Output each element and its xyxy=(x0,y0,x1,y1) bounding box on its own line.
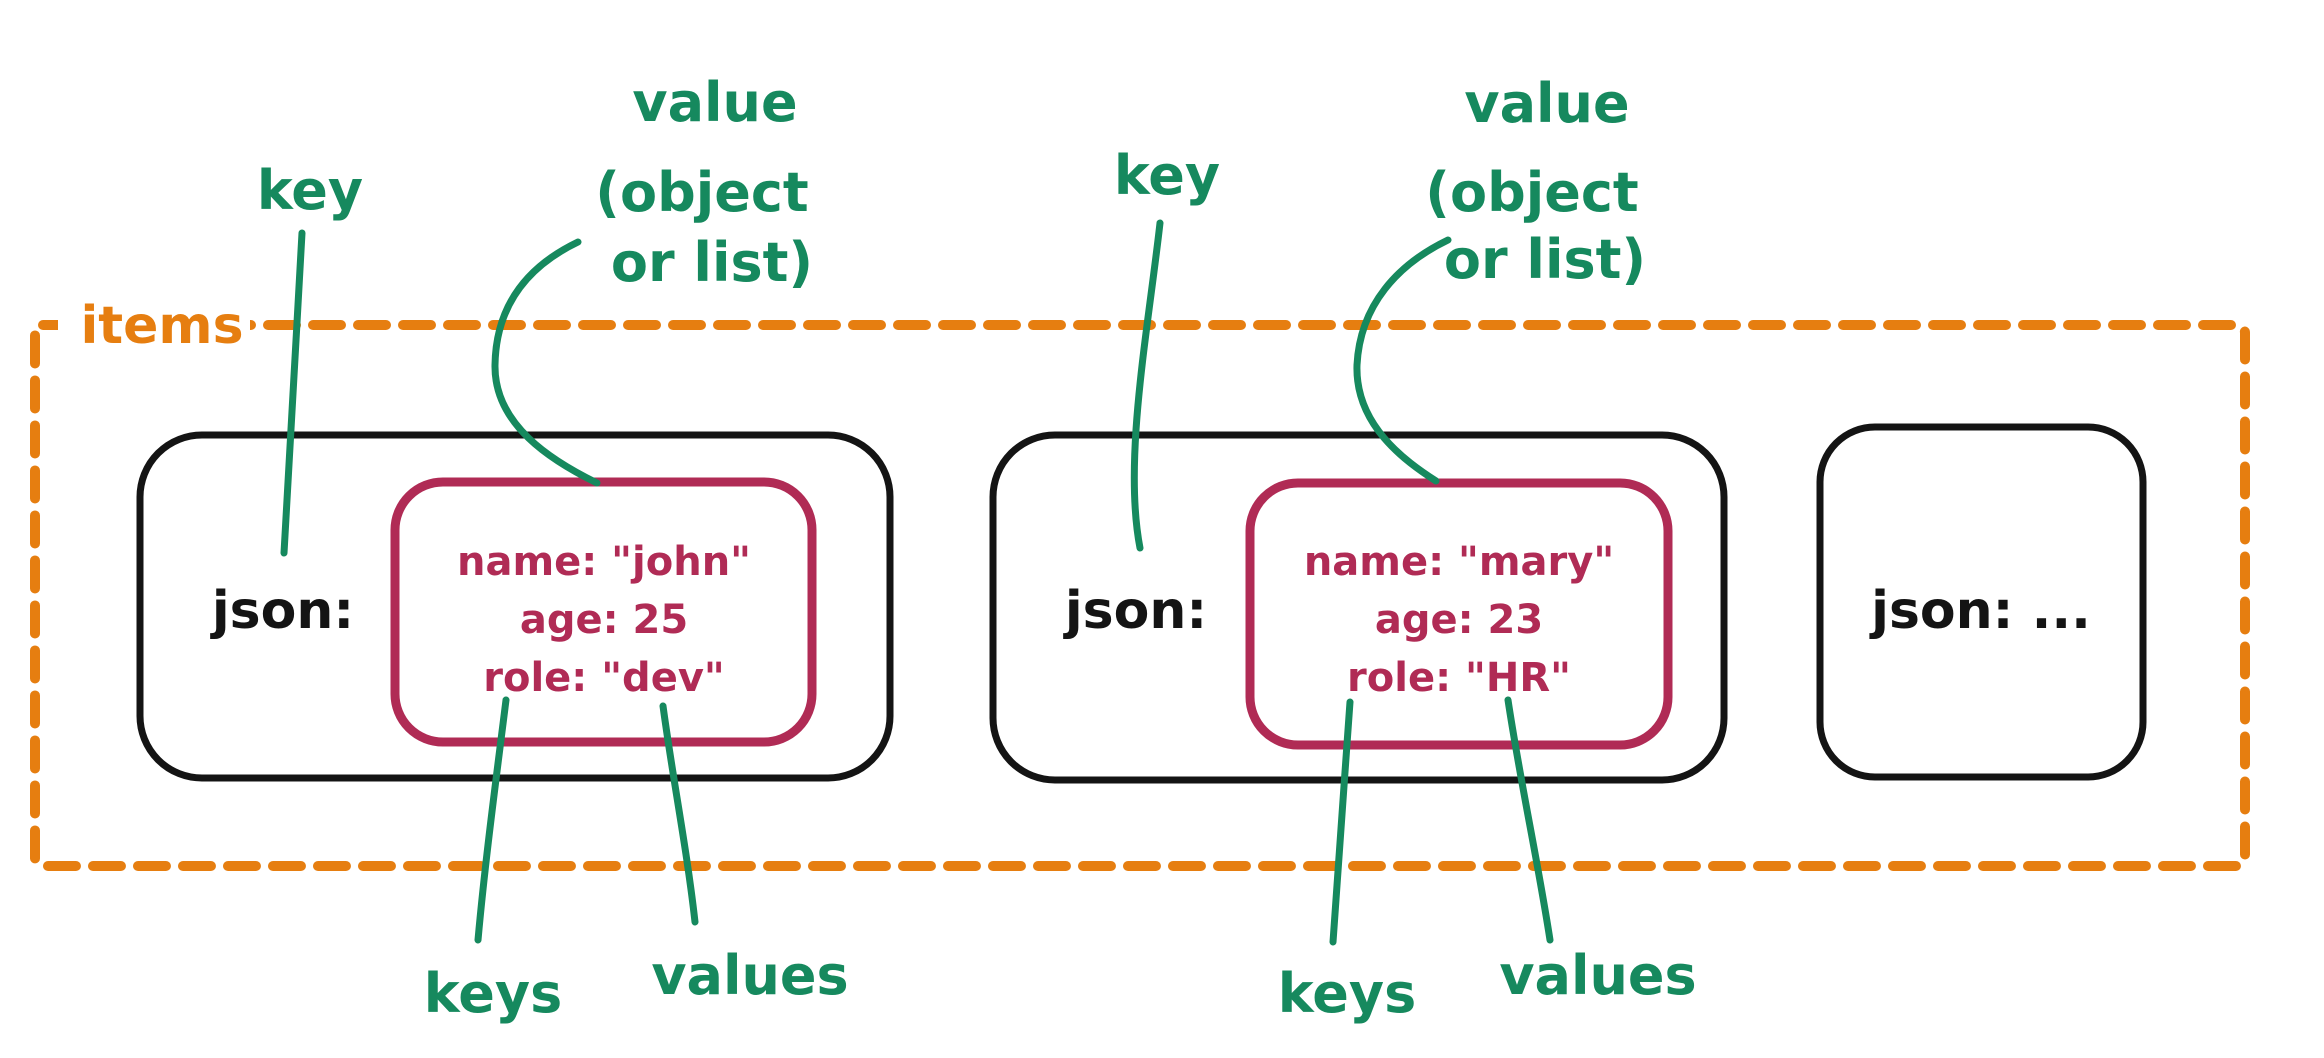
value-annotation-2-line3: or list) xyxy=(1444,228,1646,291)
record-box-1 xyxy=(390,477,817,747)
json-key-label-3: json: ... xyxy=(1869,581,2091,641)
items-boundary-box xyxy=(30,320,2250,871)
value-connector-1 xyxy=(491,238,601,487)
values-connector-1 xyxy=(659,702,699,926)
values-annotation-1: values xyxy=(651,944,848,1007)
key-annotation-2: key xyxy=(1114,144,1220,207)
record-1-age: age: 25 xyxy=(520,597,688,643)
items-label: items xyxy=(80,296,243,356)
values-annotation-2: values xyxy=(1499,944,1696,1007)
record-1-role: role: "dev" xyxy=(483,655,724,701)
item-card-3 xyxy=(1816,423,2147,781)
keys-annotation-1: keys xyxy=(424,962,562,1025)
items-label-backing xyxy=(58,296,250,350)
value-annotation-2-line2: (object xyxy=(1425,161,1638,224)
value-annotation-1-line1: value xyxy=(632,71,797,134)
keys-connector-2 xyxy=(1329,698,1354,946)
value-annotation-1-line3: or list) xyxy=(611,231,813,294)
key-connector-2 xyxy=(1130,219,1164,552)
key-connector-1 xyxy=(280,229,306,557)
record-2-role: role: "HR" xyxy=(1347,655,1571,701)
json-key-label-1: json: xyxy=(210,581,354,641)
record-box-2 xyxy=(1245,478,1673,750)
keys-annotation-2: keys xyxy=(1278,962,1416,1025)
keys-connector-1 xyxy=(474,696,510,944)
record-2-age: age: 23 xyxy=(1375,597,1543,643)
key-annotation-1: key xyxy=(257,159,363,222)
value-annotation-1-line2: (object xyxy=(595,161,808,224)
value-connector-2 xyxy=(1353,236,1452,485)
json-key-label-2: json: xyxy=(1063,581,1207,641)
value-annotation-2-line1: value xyxy=(1464,72,1629,135)
values-connector-2 xyxy=(1504,696,1554,944)
record-2-name: name: "mary" xyxy=(1304,539,1614,585)
record-1-name: name: "john" xyxy=(457,539,751,585)
